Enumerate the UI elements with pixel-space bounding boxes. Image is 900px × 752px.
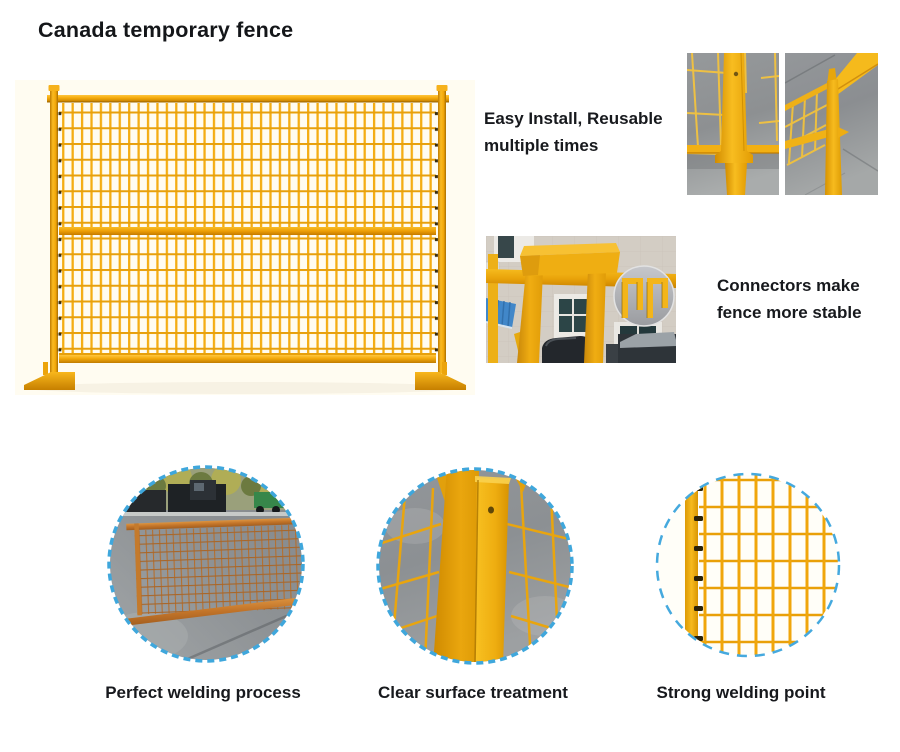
caption-perfect-welding: Perfect welding process: [105, 683, 301, 702]
caption-strong-welding: Strong welding point: [656, 683, 826, 702]
connector-photo-left: [687, 53, 779, 195]
connector-photo-right: [785, 53, 878, 195]
feature-easy-install: Easy Install, Reusable multiple times: [484, 105, 704, 159]
feature-easy-install-line2: multiple times: [484, 136, 599, 155]
welding-point-illustration: [653, 470, 843, 660]
fence-product-image: [15, 80, 475, 395]
dashed-circle-border: [655, 472, 841, 658]
connector-detail-inset: [613, 265, 675, 327]
surface-treatment-photo: [375, 466, 575, 666]
caption-surface-treatment: Clear surface treatment: [378, 683, 568, 702]
feature-easy-install-line1: Easy Install, Reusable: [484, 109, 663, 128]
dashed-circle-border: [376, 467, 574, 665]
welding-process-photo: [106, 464, 306, 664]
feature-connectors-line1: Connectors make: [717, 276, 860, 295]
feature-connectors-line2: fence more stable: [717, 303, 862, 322]
page-title: Canada temporary fence: [38, 18, 294, 42]
feature-connectors: Connectors make fence more stable: [717, 272, 897, 326]
connector-photo-middle: [486, 236, 676, 363]
dashed-circle-border: [107, 465, 305, 663]
fence-illustration: [15, 80, 475, 395]
